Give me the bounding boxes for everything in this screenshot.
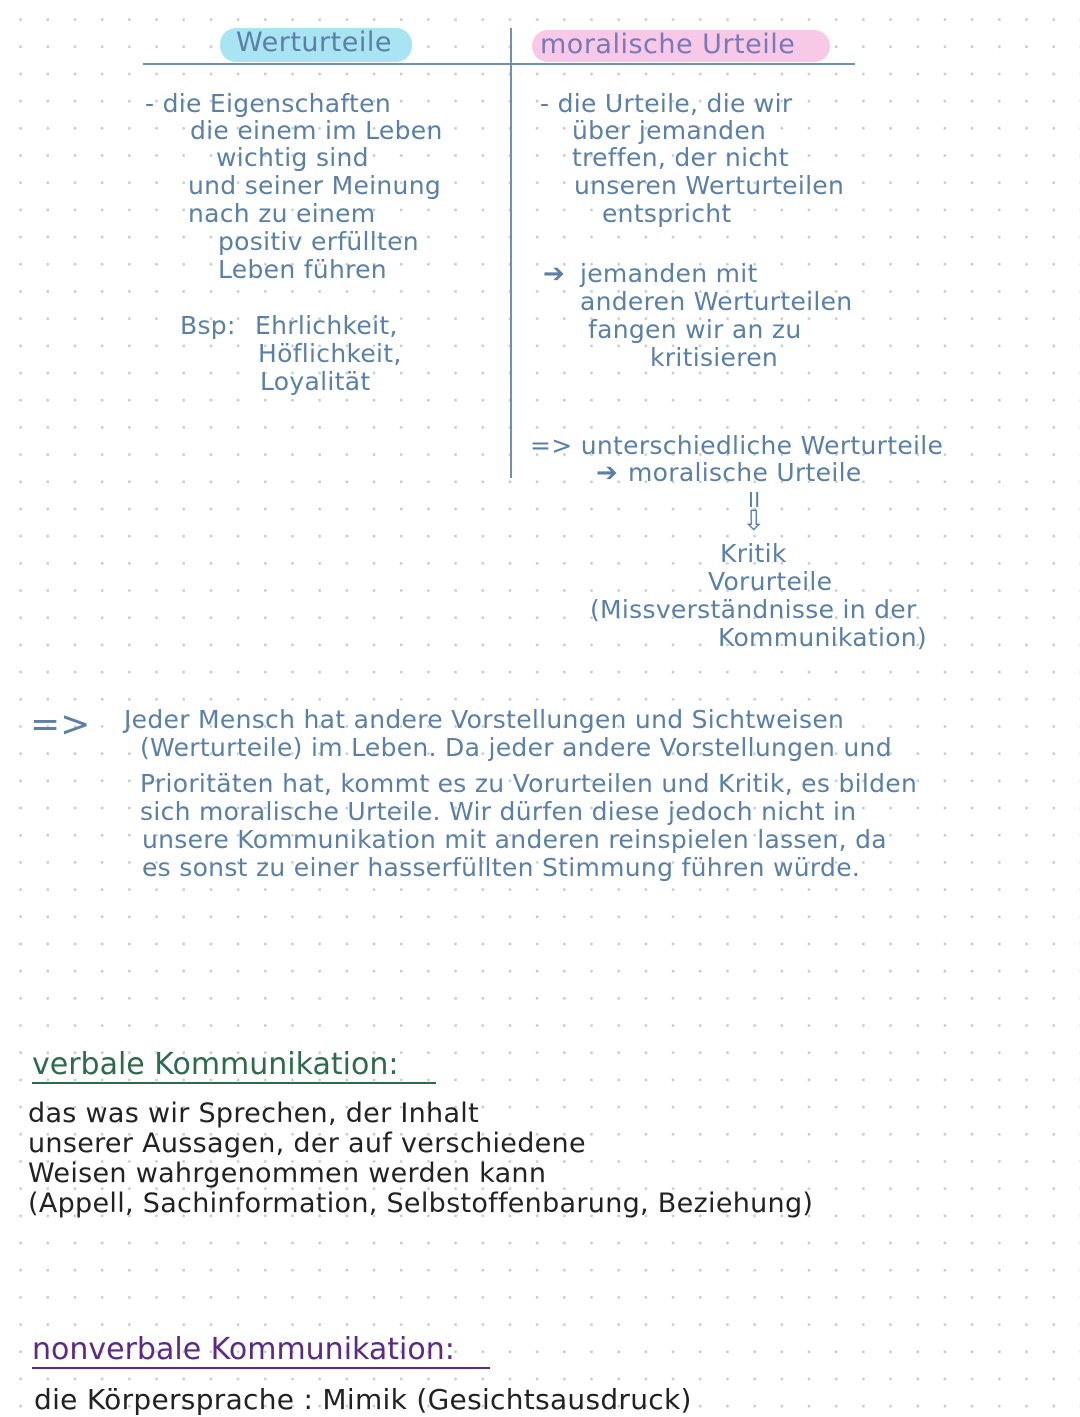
- example-item: Höflichkeit,: [258, 339, 402, 368]
- equals-marker: II: [748, 488, 761, 512]
- result-line-1: => unterschiedliche Werturteile: [530, 431, 944, 460]
- outcome-line: Vorurteile: [708, 567, 833, 596]
- table-vertical-line: [510, 28, 512, 478]
- conclusion-line: unsere Kommunikation mit anderen reinspi…: [142, 825, 887, 854]
- verbal-line: das was wir Sprechen, der Inhalt: [28, 1098, 479, 1129]
- left-def-line: die einem im Leben: [190, 116, 443, 145]
- heading-highlight-moralische-urteile: [532, 30, 830, 62]
- verbal-line: (Appell, Sachinformation, Selbstoffenbar…: [28, 1188, 814, 1219]
- heading-highlight-werturteile: [220, 28, 412, 62]
- conclusion-line: sich moralische Urteile. Wir dürfen dies…: [140, 797, 857, 826]
- verbal-heading-underline: [32, 1082, 436, 1084]
- example-item: Ehrlichkeit,: [255, 311, 398, 340]
- right-arrow-line: kritisieren: [650, 343, 779, 372]
- outcome-line: Kritik: [720, 539, 787, 568]
- left-def-line: positiv erfüllten: [218, 227, 419, 256]
- right-def-line: treffen, der nicht: [572, 143, 789, 172]
- outcome-line: Kommunikation): [718, 623, 927, 652]
- verbal-heading: verbale Kommunikation:: [32, 1047, 399, 1082]
- verbal-line: unserer Aussagen, der auf verschiedene: [28, 1128, 586, 1159]
- heading-werturteile: Werturteile: [236, 27, 392, 58]
- verbal-line: Weisen wahrgenommen werden kann: [28, 1158, 547, 1189]
- conclusion-line: Prioritäten hat, kommt es zu Vorurteilen…: [140, 769, 918, 798]
- example-item: Loyalität: [260, 367, 371, 396]
- nonverbal-line: die Körpersprache : Mimik (Gesichtsausdr…: [34, 1383, 692, 1416]
- left-def-line: Leben führen: [218, 255, 387, 284]
- conclusion-line: Jeder Mensch hat andere Vorstellungen un…: [124, 705, 845, 734]
- right-arrow-line: fangen wir an zu: [588, 315, 802, 344]
- right-def-line: - die Urteile, die wir: [540, 89, 793, 118]
- conclusion-line: es sonst zu einer hasserfüllten Stimmung…: [142, 853, 861, 882]
- outcome-line: (Missverständnisse in der: [590, 595, 917, 624]
- arrow-right-icon: ➔: [543, 259, 565, 289]
- example-label: Bsp:: [180, 311, 236, 340]
- arrow-down-icon: ⇩: [742, 504, 766, 537]
- nonverbal-heading: nonverbale Kommunikation:: [32, 1332, 455, 1367]
- left-def-line: wichtig sind: [216, 143, 369, 172]
- right-def-line: entspricht: [602, 199, 732, 228]
- right-def-line: über jemanden: [572, 116, 767, 145]
- right-def-line: unseren Werturteilen: [574, 171, 845, 200]
- left-def-line: nach zu einem: [188, 199, 376, 228]
- conclusion-arrow: =>: [30, 704, 91, 745]
- left-def-line: - die Eigenschaften: [145, 89, 391, 118]
- nonverbal-heading-underline: [32, 1367, 490, 1369]
- left-def-line: und seiner Meinung: [188, 171, 442, 200]
- table-horizontal-line: [143, 63, 855, 65]
- heading-moralische-urteile: moralische Urteile: [540, 29, 796, 60]
- result-line-2: moralische Urteile: [628, 458, 862, 487]
- arrow-right-icon: ➔: [596, 458, 618, 488]
- right-arrow-line: jemanden mit: [580, 259, 758, 288]
- right-arrow-line: anderen Werturteilen: [580, 287, 853, 316]
- conclusion-line: (Werturteile) im Leben. Da jeder andere …: [140, 733, 892, 762]
